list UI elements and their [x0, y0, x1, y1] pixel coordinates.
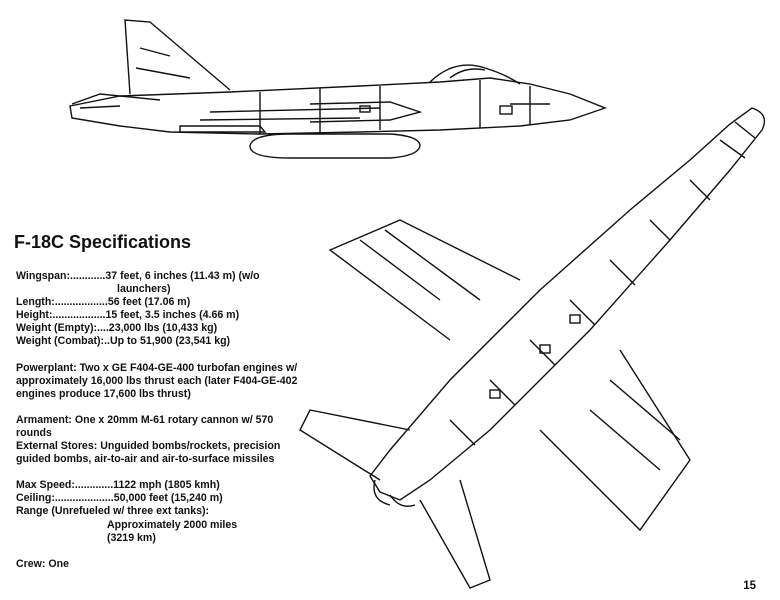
specifications-block: Wingspan:............37 feet, 6 inches (… [16, 270, 316, 571]
spec-weight-empty: Weight (Empty):....23,000 lbs (10,433 kg… [16, 322, 316, 335]
spec-height: Height:..................15 feet, 3.5 in… [16, 309, 316, 322]
spacer [16, 545, 316, 558]
spec-label: Length:.................. [16, 296, 108, 309]
spec-powerplant-line: approximately 16,000 lbs thrust each (la… [16, 374, 298, 387]
spec-value: 15 feet, 3.5 inches (4.66 m) [105, 309, 240, 322]
aircraft-side-view [60, 8, 620, 168]
spec-powerplant-line: Powerplant: Two x GE F404-GE-400 turbofa… [16, 361, 298, 374]
spec-label: Max Speed:............. [16, 479, 114, 492]
spec-external-stores-line: guided bombs, air-to-air and air-to-surf… [16, 453, 275, 466]
spec-value: 23,000 lbs (10,433 kg) [108, 322, 218, 335]
spec-range-cont: (3219 km) [107, 531, 156, 544]
spacer [16, 401, 316, 414]
page-number: 15 [743, 580, 756, 592]
spec-crew: Crew: One [16, 557, 69, 570]
spec-powerplant-line: engines produce 17,600 lbs thrust) [16, 387, 191, 400]
spec-value: Up to 51,900 (23,541 kg) [109, 335, 231, 348]
spec-value: 1122 mph (1805 kmh) [113, 479, 220, 492]
spec-wingspan-cont: launchers) [117, 283, 171, 296]
spec-label: Height:.................. [16, 309, 106, 322]
spec-length: Length:..................56 feet (17.06 … [16, 296, 316, 309]
spec-armament-line: rounds [16, 426, 52, 439]
spec-label: Wingspan:............ [16, 270, 106, 282]
page-title: F-18C Specifications [14, 232, 192, 252]
aircraft-top-view [290, 100, 780, 595]
spec-label: Weight (Combat):.. [16, 335, 110, 348]
spacer [16, 466, 316, 479]
spec-external-stores-line: External Stores: Unguided bombs/rockets,… [16, 440, 281, 453]
spec-value: 56 feet (17.06 m) [107, 296, 191, 309]
spacer [16, 349, 316, 362]
spec-max-speed: Max Speed:.............1122 mph (1805 km… [16, 479, 316, 492]
spec-label: Weight (Empty):.... [16, 322, 109, 335]
spec-ceiling: Ceiling:....................50,000 feet … [16, 492, 316, 505]
spec-value: 50,000 feet (15,240 m) [113, 492, 223, 505]
spec-range: Range (Unrefueled w/ three ext tanks): [16, 505, 210, 518]
spec-value: 37 feet, 6 inches (11.43 m) (w/o [105, 270, 260, 282]
spec-wingspan: Wingspan:............37 feet, 6 inches (… [16, 270, 316, 283]
spec-weight-combat: Weight (Combat):..Up to 51,900 (23,541 k… [16, 335, 316, 348]
spec-label: Ceiling:.................... [16, 492, 114, 505]
spec-armament-line: Armament: One x 20mm M-61 rotary cannon … [16, 413, 274, 426]
spec-range-cont: Approximately 2000 miles [107, 518, 238, 531]
